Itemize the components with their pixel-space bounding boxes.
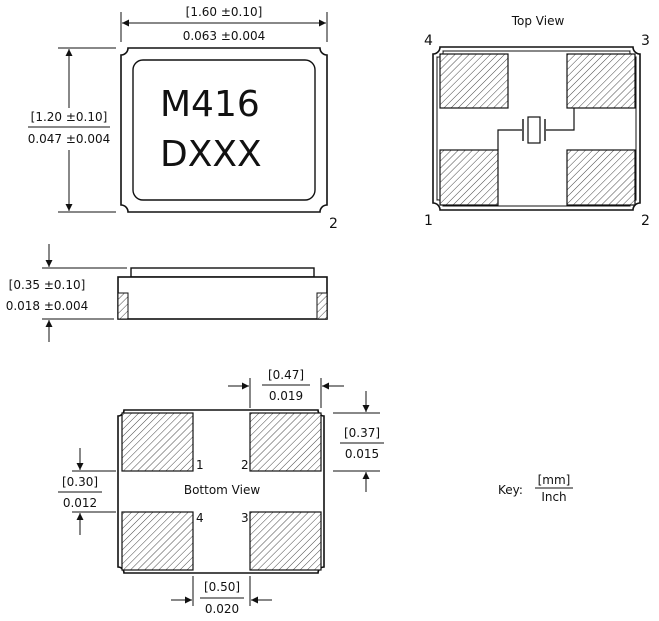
top-view-pin-1: 1 [424, 213, 433, 229]
top-pad-1 [439, 149, 499, 206]
height-mm-label: [1.20 ±0.10] [31, 110, 108, 124]
top-pad-3 [566, 53, 636, 109]
height-in-label: 0.047 ±0.004 [28, 132, 111, 146]
top-view: Top View 4 3 1 2 [424, 14, 650, 229]
marked-view-pin-2: 2 [329, 216, 338, 232]
crystal-body [527, 116, 541, 144]
pad-height-mm-label: [0.37] [344, 426, 380, 440]
gap-v-in-label: 0.012 [63, 496, 97, 510]
marking-line-1: M416 [160, 84, 260, 125]
side-lid [130, 267, 315, 278]
pad-width-mm-label: [0.47] [268, 368, 304, 382]
width-mm-label: [1.60 ±0.10] [186, 5, 263, 19]
bottom-view-pin-2: 2 [241, 458, 249, 472]
bottom-view-title: Bottom View [184, 483, 260, 497]
bottom-view-pin-4: 4 [196, 511, 204, 525]
pad-height-in-label: 0.015 [345, 447, 379, 461]
marked-view: M416 DXXX 2 [1.60 ±0.10] 0.063 ±0.004 [1… [28, 5, 338, 232]
bottom-view-pin-1: 1 [196, 458, 204, 472]
side-terminal-right [316, 292, 328, 320]
key-label: Key: [498, 483, 523, 497]
bottom-view: 1 2 4 3 Bottom View [0.47] 0.019 [0.37] … [58, 368, 384, 616]
bottom-pad-2 [249, 412, 322, 472]
side-terminal-left [117, 292, 129, 320]
width-in-label: 0.063 ±0.004 [183, 29, 266, 43]
key-unit-mm: [mm] [538, 473, 571, 487]
crystal-symbol [497, 108, 575, 150]
gap-h-mm-label: [0.50] [204, 580, 240, 594]
gap-v-mm-label: [0.30] [62, 475, 98, 489]
bottom-view-pin-3: 3 [241, 511, 249, 525]
crystal-lead-right [546, 108, 575, 131]
thickness-mm-label: [0.35 ±0.10] [9, 278, 86, 292]
side-body [117, 276, 328, 320]
top-pad-2 [566, 149, 636, 206]
marked-view-lid [132, 59, 316, 201]
pad-width-in-label: 0.019 [269, 389, 303, 403]
units-key: Key: [mm] Inch [498, 473, 573, 504]
top-view-title: Top View [511, 14, 565, 28]
marking-line-2: DXXX [160, 134, 262, 175]
bottom-pad-3 [249, 511, 322, 571]
bottom-pad-4 [121, 511, 194, 571]
side-view: [0.35 ±0.10] 0.018 ±0.004 [6, 244, 328, 342]
gap-h-in-label: 0.020 [205, 602, 239, 616]
bottom-pad-1 [121, 412, 194, 472]
crystal-lead-left [497, 129, 522, 150]
top-view-pin-4: 4 [424, 33, 433, 49]
top-pad-4 [439, 53, 509, 109]
top-view-pin-2: 2 [641, 213, 650, 229]
key-unit-in: Inch [541, 490, 566, 504]
top-view-pin-3: 3 [641, 33, 650, 49]
thickness-in-label: 0.018 ±0.004 [6, 299, 89, 313]
